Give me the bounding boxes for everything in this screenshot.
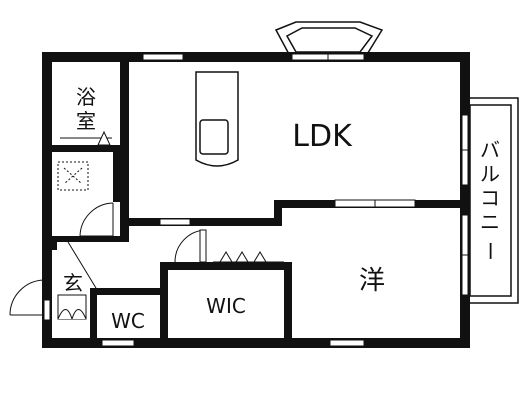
balcony-label-1: バ <box>480 138 500 162</box>
balcony-label-5: ー <box>478 241 502 261</box>
door-ldk-hall <box>159 218 191 226</box>
room-label-ldk: LDK <box>292 119 353 154</box>
room-label-wic: WIC <box>206 294 246 318</box>
kitchen-counter <box>195 71 239 167</box>
room-label-genkan: 玄 <box>63 271 83 295</box>
door-hall <box>174 229 207 263</box>
washroom-partition <box>113 152 120 202</box>
door-washroom <box>79 202 114 238</box>
window-dividers <box>327 54 468 256</box>
washer-icon <box>57 161 89 191</box>
outer-walls <box>42 52 470 348</box>
room-label-bath-1: 浴 <box>76 85 96 109</box>
balcony-label-3: コ <box>480 186 500 210</box>
balcony-label-4: ニ <box>480 210 500 234</box>
bath-fixtures <box>60 130 112 146</box>
wic-shelves <box>213 251 284 263</box>
balcony-label-2: ル <box>480 162 500 186</box>
entrance-door <box>9 279 45 316</box>
room-label-wc: WC <box>111 309 145 333</box>
room-label-bath-2: 室 <box>76 109 96 133</box>
sliding-door-ldk-western <box>334 199 416 208</box>
shoe-cabinet <box>57 294 87 320</box>
genkan-step <box>67 241 97 289</box>
room-label-western: 洋 <box>359 266 385 296</box>
